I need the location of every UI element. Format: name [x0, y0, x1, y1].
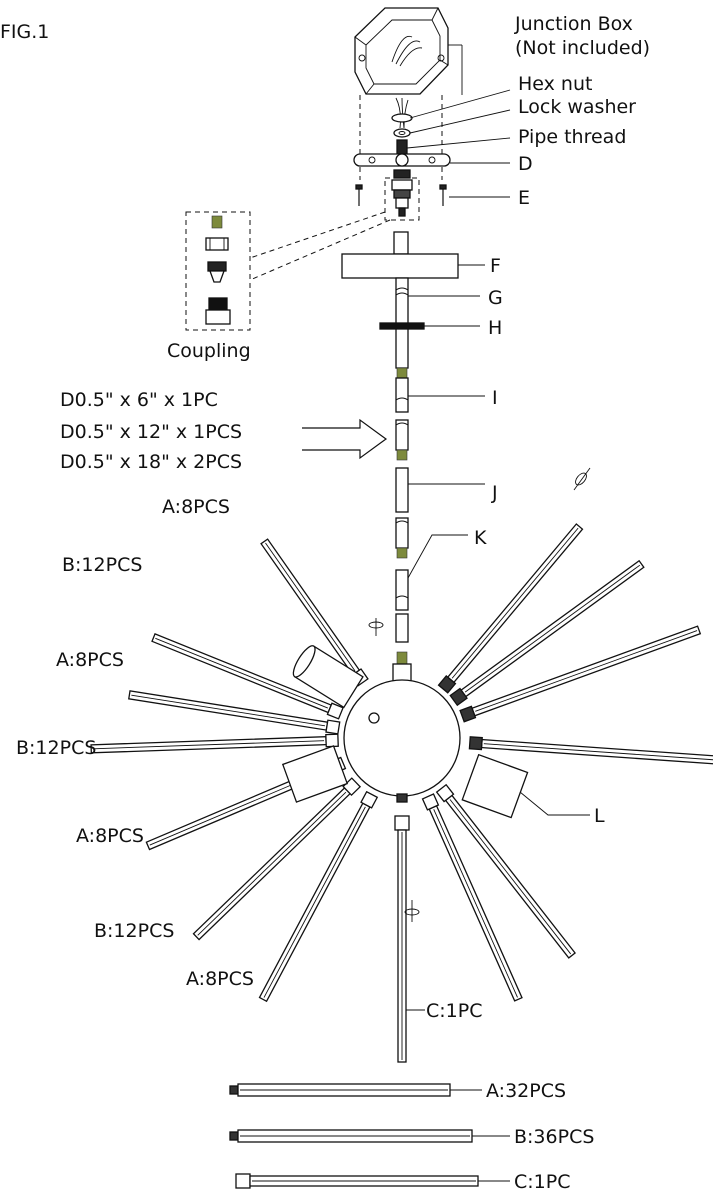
label-lock-washer: Lock washer [518, 96, 636, 118]
rod-spec-1: D0.5" x 6" x 1PC [60, 389, 218, 411]
legend-rod-a [229, 1083, 482, 1097]
arrow-icon [302, 418, 388, 460]
arm-rod [468, 736, 713, 766]
rod-spec-3: D0.5" x 18" x 2PCS [60, 451, 242, 473]
legend-rod-b [229, 1129, 510, 1143]
arm-rod [437, 523, 584, 694]
arm-label-a-2: A:8PCS [56, 649, 124, 671]
label-g: G [488, 287, 503, 309]
arm-label-c-center: C:1PC [426, 1000, 482, 1022]
sphere-body [343, 679, 461, 797]
canopy [341, 253, 459, 279]
label-e: E [518, 187, 530, 209]
crossbar [353, 153, 451, 167]
arm-rod [151, 633, 344, 720]
sphere-bottom-cap [396, 793, 408, 803]
arm-label-b-3: B:12PCS [94, 920, 174, 942]
rod-segments [395, 367, 409, 665]
coupling-assembly [384, 169, 420, 221]
arm-rod [128, 690, 341, 735]
label-pipe-thread: Pipe thread [518, 126, 626, 148]
arm-label-a-1: A:8PCS [162, 496, 230, 518]
radiating-arms [90, 523, 713, 1003]
canopy-stem [393, 231, 409, 255]
coupling-detail [185, 211, 251, 331]
arm-rod [90, 733, 339, 754]
label-f: F [490, 255, 501, 277]
label-k: K [474, 527, 487, 549]
label-h: H [488, 317, 502, 339]
legend-rod-c [235, 1173, 510, 1189]
label-i: I [492, 387, 498, 409]
arm-label-b-2: B:12PCS [16, 737, 96, 759]
legend-label-a: A:32PCS [486, 1080, 566, 1102]
arm-rod [435, 783, 576, 959]
arm-label-b-1: B:12PCS [62, 554, 142, 576]
arm-rod [459, 625, 702, 723]
legend-label-c: C:1PC [514, 1171, 570, 1189]
collar [379, 322, 425, 330]
label-l: L [594, 805, 605, 827]
center-rod-c [394, 815, 410, 1063]
label-not-included: (Not included) [515, 37, 650, 59]
arm-label-a-3: A:8PCS [76, 825, 144, 847]
socket-cups [281, 645, 529, 819]
arm-rod [258, 790, 379, 1003]
arm-rod [192, 777, 362, 941]
legend-label-b: B:36PCS [514, 1126, 594, 1148]
screws [355, 184, 447, 206]
rotate-icon [368, 467, 591, 922]
figure-title: FIG.1 [0, 21, 49, 43]
rod-spec-2: D0.5" x 12" x 1PCS [60, 421, 242, 443]
label-junction-box: Junction Box [514, 13, 633, 35]
arm-label-a-4: A:8PCS [186, 968, 254, 990]
junction-box [354, 7, 449, 95]
label-coupling: Coupling [167, 340, 251, 362]
arm-rod [449, 559, 645, 707]
label-d: D [518, 153, 533, 175]
label-j: J [491, 482, 498, 504]
label-hex-nut: Hex nut [518, 73, 592, 95]
arm-rod [421, 793, 523, 1002]
